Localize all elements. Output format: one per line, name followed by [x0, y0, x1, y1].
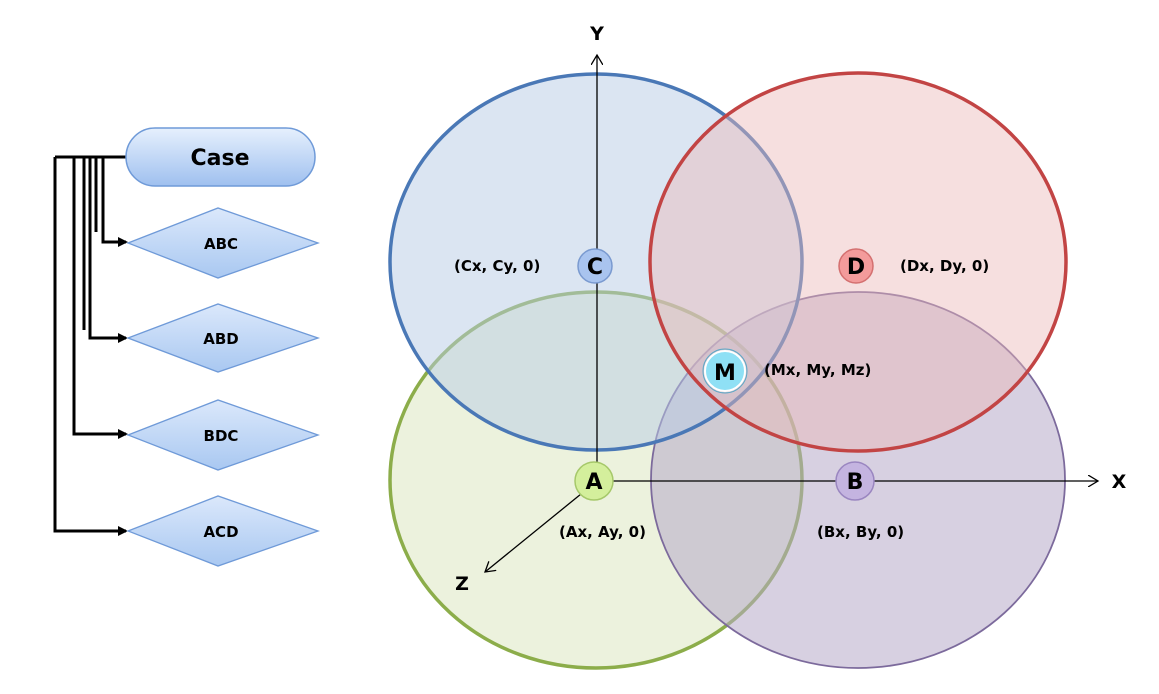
point-m-coord: (Mx, My, Mz) [764, 361, 871, 379]
point-m[interactable]: M [702, 348, 748, 394]
point-b-coord: (Bx, By, 0) [817, 523, 904, 541]
z-axis-label: Z [455, 573, 469, 595]
case-flowchart: Case ABC ABD BDC ACD [53, 127, 321, 567]
point-c-coord: (Cx, Cy, 0) [454, 257, 540, 275]
case-abd-label: ABD [203, 330, 239, 348]
point-a-label: A [585, 470, 602, 495]
point-d-coord: (Dx, Dy, 0) [900, 257, 989, 275]
case-acd-label: ACD [203, 523, 238, 541]
flowchart-connectors [53, 155, 128, 536]
point-d-label: D [847, 255, 865, 280]
z-axis [485, 480, 598, 572]
point-a[interactable]: A [574, 461, 614, 501]
x-axis-label: X [1112, 471, 1127, 493]
y-axis-label: Y [589, 23, 604, 45]
point-c[interactable]: C [577, 248, 613, 284]
point-b-label: B [847, 470, 864, 495]
case-bdc-label: BDC [204, 427, 239, 445]
case-abd-diamond[interactable]: ABD [126, 303, 321, 373]
point-b[interactable]: B [835, 461, 875, 501]
case-acd-diamond[interactable]: ACD [126, 495, 320, 567]
point-a-coord: (Ax, Ay, 0) [559, 523, 646, 541]
point-c-label: C [587, 255, 603, 280]
point-m-label: M [714, 361, 736, 386]
point-d[interactable]: D [838, 248, 874, 284]
case-bdc-diamond[interactable]: BDC [126, 399, 320, 471]
case-node[interactable]: Case [125, 127, 316, 187]
case-abc-label: ABC [204, 235, 238, 253]
case-abc-diamond[interactable]: ABC [126, 207, 320, 279]
case-label: Case [190, 146, 249, 171]
